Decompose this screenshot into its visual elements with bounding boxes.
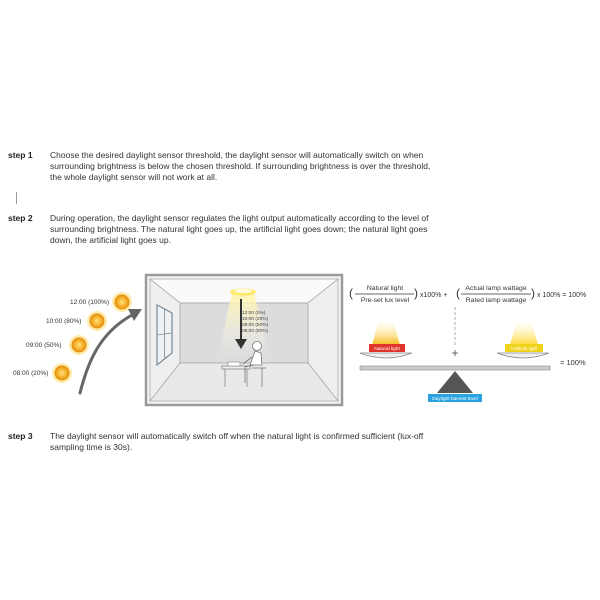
formula-pct-2: x 100% = 100% xyxy=(537,292,586,299)
lamp-level-08: 08:00 (80%) xyxy=(242,328,269,334)
step-1-label: step 1 xyxy=(8,150,33,160)
sun-path-arrow xyxy=(78,313,134,395)
step-3-line-2: sampling time is 30s). xyxy=(50,442,133,452)
sun-time-10: 10:00 (80%) xyxy=(46,318,81,325)
daylight-harvest-illustration: 12:00 (100%) 10:00 (80%) 09:00 (50%) 08:… xyxy=(13,273,586,407)
formula-natural-light: Natural light xyxy=(367,285,403,292)
balance-plus-sign: + xyxy=(451,346,458,360)
step-2-line-3: down, the artificial light goes up. xyxy=(50,235,171,245)
artificial-light-tag-bg xyxy=(505,344,543,352)
step-1-line-1: Choose the desired daylight sensor thres… xyxy=(50,150,424,160)
artificial-light-tag: Artificial light xyxy=(511,346,539,352)
step-3-label: step 3 xyxy=(8,431,33,441)
step-3-text: The daylight sensor will automatically s… xyxy=(50,431,530,453)
natural-light-tag-bg xyxy=(369,344,405,352)
svg-text:(: ( xyxy=(349,286,353,300)
sun-icon-08 xyxy=(52,363,72,383)
sun-icon-12 xyxy=(112,292,132,312)
sun-time-08: 08:00 (20%) xyxy=(13,370,48,377)
sun-path-arrowhead xyxy=(128,309,142,321)
step-2-text: During operation, the daylight sensor re… xyxy=(50,213,530,246)
lamp-level-10: 10:00 (20%) xyxy=(242,316,269,322)
svg-text:): ) xyxy=(414,286,418,300)
lamp-level-09: 09:00 (50%) xyxy=(242,322,269,328)
formula-pct-1: x100% + xyxy=(420,292,447,299)
sun-time-12: 12:00 (100%) xyxy=(70,299,109,306)
step-2-line-2: surrounding brightness. The natural ligh… xyxy=(50,224,428,234)
formula-actual-wattage: Actual lamp wattage xyxy=(465,285,526,292)
step-1-line-3: the whole daylight sensor will not work … xyxy=(50,172,218,182)
lamp-level-12: 12:00 (0%) xyxy=(242,310,266,316)
natural-light-tag: Natural light xyxy=(374,346,400,352)
step-1-line-2: surrounding brightness is below the chos… xyxy=(50,161,431,171)
step-2-line-1: During operation, the daylight sensor re… xyxy=(50,213,429,223)
room-illustration xyxy=(144,273,344,407)
sun-icon-10 xyxy=(87,311,107,331)
daylight-harvest-level-tag-bg xyxy=(428,394,482,402)
formula-preset-lux: Pre-set lux level xyxy=(361,297,410,304)
step-1-text: Choose the desired daylight sensor thres… xyxy=(50,150,530,183)
harvest-formula: ( ) ( ) xyxy=(349,286,535,300)
daylight-harvest-level-tag: Daylight harvest level xyxy=(432,396,478,402)
sun-icon-09 xyxy=(69,335,89,355)
svg-text:): ) xyxy=(531,286,535,300)
svg-text:(: ( xyxy=(456,286,460,300)
separator-line xyxy=(16,192,17,204)
balance-result: = 100% xyxy=(560,358,586,367)
sun-time-09: 09:00 (50%) xyxy=(26,342,61,349)
formula-rated-wattage: Rated lamp wattage xyxy=(466,297,527,304)
balance-scale xyxy=(359,307,551,393)
step-2-label: step 2 xyxy=(8,213,33,223)
step-3-line-1: The daylight sensor will automatically s… xyxy=(50,431,424,441)
